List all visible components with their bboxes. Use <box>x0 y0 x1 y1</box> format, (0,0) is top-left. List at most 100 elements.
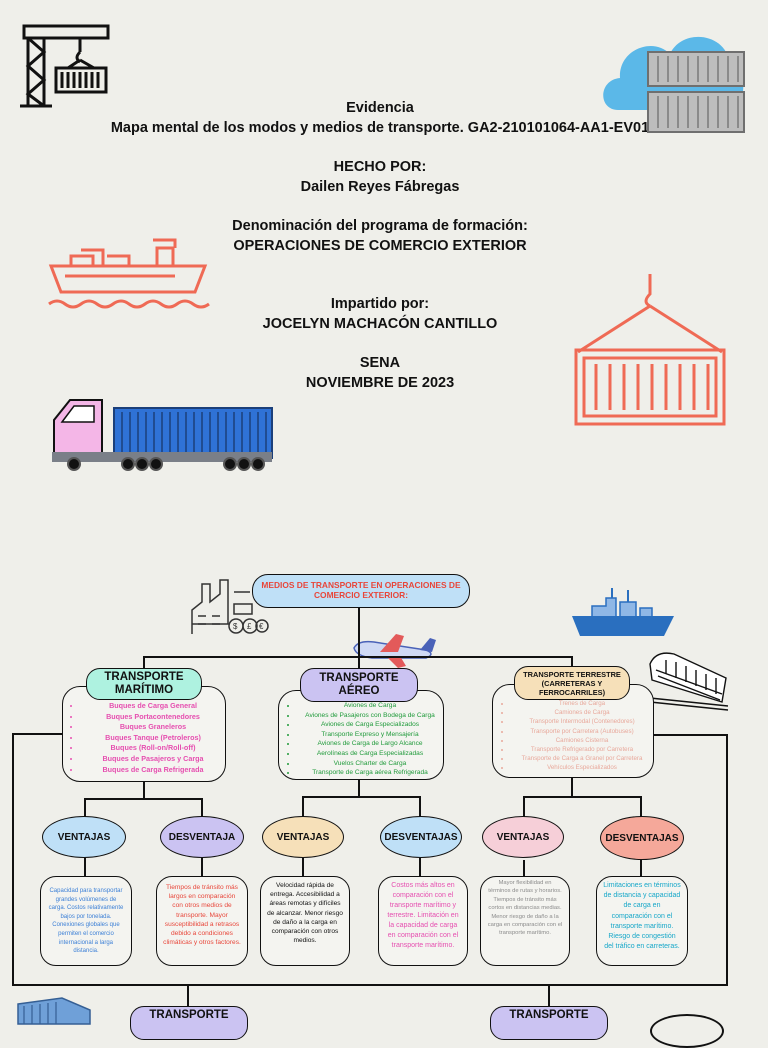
connector <box>143 656 145 670</box>
connector <box>143 780 145 798</box>
land-list: Trenes de CargaCamiones de CargaTranspor… <box>493 685 653 773</box>
connector <box>12 984 727 986</box>
connector <box>726 734 728 986</box>
cloud-containers-icon <box>603 36 745 133</box>
program-label: Denominación del programa de formación: <box>232 218 528 234</box>
list-item: Aviones de Carga de Largo Alcance <box>297 739 443 749</box>
evidence-label: Evidencia <box>346 100 414 116</box>
made-by-label: HECHO POR: <box>333 159 427 175</box>
connector <box>302 796 420 798</box>
connector <box>571 656 573 670</box>
list-item: Buques (Roll-on/Roll-off) <box>81 743 225 754</box>
list-item: Buques Tanque (Petroleros) <box>81 733 225 744</box>
train-icon <box>649 652 729 711</box>
connector <box>12 733 14 985</box>
air-node: TRANSPORTE AÉREO <box>300 668 418 702</box>
list-item: Transporte por Carretera (Autobuses) <box>511 727 653 736</box>
list-item: Vehículos Especializados <box>511 763 653 772</box>
connector <box>302 858 304 878</box>
list-item: Buques Portacontenedores <box>81 712 225 723</box>
air-advantages-box: Velocidad rápida de entrega. Accesibilid… <box>260 876 350 966</box>
list-item: Camiones Cisterna <box>511 736 653 745</box>
connector <box>548 984 550 1008</box>
land-disadvantages-box: Limitaciones en términos de distancia y … <box>596 876 688 966</box>
bottom-right-node: TRANSPORTE <box>490 1006 608 1040</box>
air-list-box: Aviones de CargaAviones de Pasajeros con… <box>278 690 444 780</box>
land-dis-text: Limitaciones en términos de distancia y … <box>603 882 681 951</box>
factory-money-icon: $£€ <box>191 579 269 634</box>
air-dis-label: DESVENTAJAS <box>384 831 458 843</box>
land-title: TRANSPORTE TERRESTRE (CARRETERAS Y FERRO… <box>523 670 621 697</box>
maritime-advantages-box: Capacidad para transportar grandes volúm… <box>40 876 132 966</box>
crane-icon <box>20 24 110 108</box>
air-adv-text: Velocidad rápida de entrega. Accesibilid… <box>267 882 343 945</box>
land-node: TRANSPORTE TERRESTRE (CARRETERAS Y FERRO… <box>514 666 630 700</box>
institution-block: SENA NOVIEMBRE DE 2023 <box>60 354 700 393</box>
maritime-dis-text: Tiempos de tránsito más largos en compar… <box>163 884 241 947</box>
land-adv-text: Mayor flexibilidad en términos de rutas … <box>487 880 563 937</box>
instructor-block: Impartido por: JOCELYN MACHACÓN CANTILLO <box>60 295 700 334</box>
connector <box>187 984 189 1008</box>
institution-name: SENA <box>359 355 401 371</box>
bottom-oval-decoration <box>650 1014 724 1048</box>
connector <box>523 796 641 798</box>
connector <box>358 778 360 796</box>
root-node: MEDIOS DE TRANSPORTE EN OPERACIONES DE C… <box>252 574 470 608</box>
air-title: TRANSPORTE AÉREO <box>319 672 399 697</box>
land-advantages-box: Mayor flexibilidad en términos de rutas … <box>480 876 570 966</box>
list-item: Buques de Pasajeros y Carga <box>81 754 225 765</box>
connector <box>84 798 86 818</box>
list-item: Aviones de Carga Especializados <box>297 720 443 730</box>
bottom-left-node: TRANSPORTE <box>130 1006 248 1040</box>
svg-text:$: $ <box>233 622 238 631</box>
list-item: Buques Graneleros <box>81 722 225 733</box>
connector <box>419 796 421 818</box>
air-adv-label: VENTAJAS <box>276 831 330 843</box>
air-list: Aviones de CargaAviones de Pasajeros con… <box>279 691 443 778</box>
list-item: Aviones de Pasajeros con Bodega de Carga <box>297 711 443 721</box>
hanging-container-icon <box>574 274 726 426</box>
connector <box>302 796 304 818</box>
blue-ship-icon <box>572 588 674 636</box>
svg-text:£: £ <box>247 622 252 631</box>
air-advantages-node: VENTAJAS <box>262 816 344 858</box>
program-block: Denominación del programa de formación: … <box>60 217 700 256</box>
maritime-list-box: Buques de Carga GeneralBuques Portaconte… <box>62 686 226 782</box>
maritime-advantages-node: VENTAJAS <box>42 816 126 858</box>
author-name: Dailen Reyes Fábregas <box>300 178 460 195</box>
evidence-subtitle: Mapa mental de los modos y medios de tra… <box>110 119 650 136</box>
list-item: Aviones de Carga <box>297 701 443 711</box>
evidence-title: Evidencia Mapa mental de los modos y med… <box>60 99 700 138</box>
connector <box>12 733 64 735</box>
connector <box>84 798 202 800</box>
blue-container-icon <box>17 997 91 1025</box>
program-name: OPERACIONES DE COMERCIO EXTERIOR <box>233 237 527 254</box>
connector <box>523 796 525 818</box>
list-item: Transporte de Carga aérea Refrigerada <box>297 768 443 778</box>
cargo-ship-icon <box>48 238 210 309</box>
maritime-node: TRANSPORTE MARÍTIMO <box>86 668 202 700</box>
list-item: Vuelos Charter de Carga <box>297 759 443 769</box>
connector <box>571 776 573 796</box>
connector <box>523 860 525 878</box>
maritime-title: TRANSPORTE MARÍTIMO <box>104 671 184 696</box>
connector <box>419 858 421 878</box>
taught-label: Impartido por: <box>330 296 430 312</box>
connector <box>358 608 360 670</box>
bottom-left-title: TRANSPORTE <box>149 1009 229 1021</box>
air-disadvantages-box: Costos más altos en comparación con el t… <box>378 876 468 966</box>
instructor-name: JOCELYN MACHACÓN CANTILLO <box>262 315 498 332</box>
connector <box>640 860 642 878</box>
list-item: Transporte Refrigerado por Carretera <box>511 745 653 754</box>
maritime-disadvantages-node: DESVENTAJA <box>160 816 244 858</box>
list-item: Trenes de Carga <box>511 699 653 708</box>
airplane-icon <box>353 634 436 668</box>
root-label: MEDIOS DE TRANSPORTE EN OPERACIONES DE C… <box>261 580 461 600</box>
connector <box>652 734 727 736</box>
maritime-adv-label: VENTAJAS <box>57 831 111 843</box>
author-block: HECHO POR: Dailen Reyes Fábregas <box>60 158 700 197</box>
land-advantages-node: VENTAJAS <box>482 816 564 858</box>
land-dis-label: DESVENTAJAS <box>605 832 679 844</box>
connector <box>84 858 86 878</box>
list-item: Aerolíneas de Carga Especializadas <box>297 749 443 759</box>
